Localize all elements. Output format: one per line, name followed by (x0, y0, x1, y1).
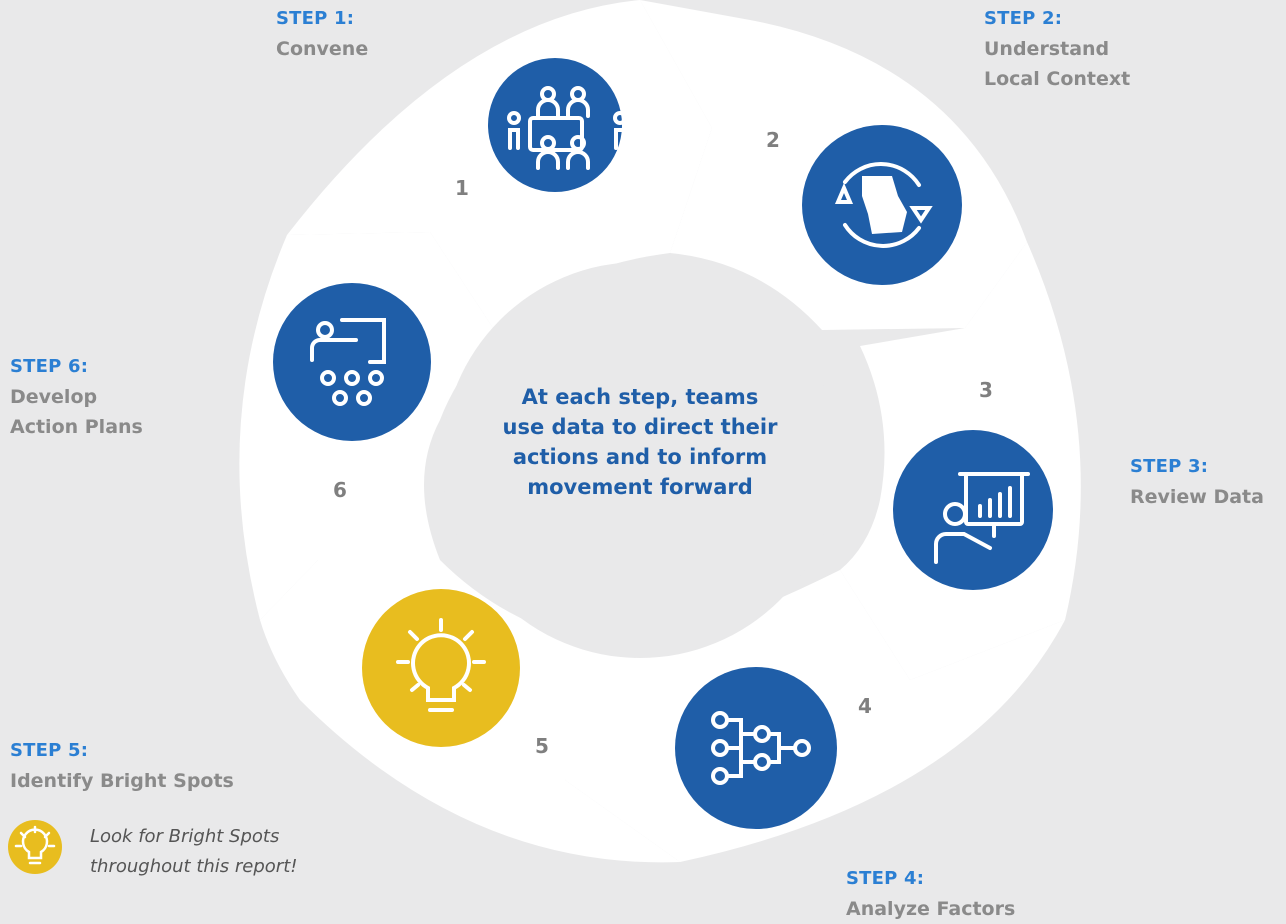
step-3-label: STEP 3: Review Data (1130, 456, 1264, 508)
center-disc (442, 262, 838, 658)
teacher-class-icon (273, 283, 431, 441)
step-4-number: 4 (858, 694, 872, 718)
step-6-label: STEP 6: Develop Action Plans (10, 356, 143, 438)
presenter-chart-icon (893, 430, 1053, 590)
step-5-number: 5 (535, 734, 549, 758)
step-2-label: STEP 2: Understand Local Context (984, 8, 1131, 90)
step-2-number: 2 (766, 128, 780, 152)
georgia-map-cycle-icon (802, 125, 962, 285)
step-6-number: 6 (333, 478, 347, 502)
step-4-label: STEP 4: Analyze Factors (846, 868, 1016, 920)
bright-spots-note: Look for Bright Spots throughout this re… (90, 826, 298, 877)
lightbulb-icon (362, 589, 520, 747)
flow-tree-icon (675, 667, 837, 829)
step-5-label: STEP 5: Identify Bright Spots (10, 740, 234, 792)
step-1-label: STEP 1: Convene (276, 8, 369, 60)
center-message: At each step, teams use data to direct t… (502, 385, 778, 499)
small-lightbulb-icon (8, 820, 62, 874)
step-3-number: 3 (979, 378, 993, 402)
step-1-number: 1 (455, 176, 469, 200)
meeting-table-icon (488, 58, 627, 192)
